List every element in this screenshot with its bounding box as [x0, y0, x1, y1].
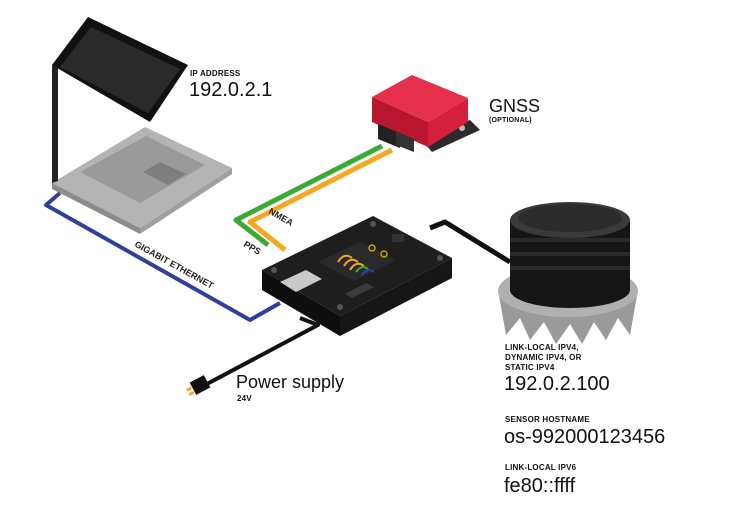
power-connector-port	[345, 283, 374, 298]
laptop-screen	[60, 27, 180, 113]
sensor-stripe	[510, 266, 630, 270]
pps-cable-label: PPS	[242, 239, 263, 257]
power-supply-voltage: 24V	[237, 394, 252, 403]
interface-box-side	[340, 258, 452, 336]
sensor-stripe	[510, 252, 630, 256]
gnss-top	[372, 75, 468, 122]
ethernet-port	[280, 270, 322, 292]
laptop-ip-label: IP ADDRESS	[190, 69, 241, 78]
sensor-ipv4-label: LINK-LOCAL IPV4, DYNAMIC IPV4, OR STATIC…	[505, 343, 582, 373]
power-plug-pin	[186, 386, 193, 392]
laptop-base-edge	[52, 183, 140, 234]
power-supply-title: Power supply	[236, 372, 345, 392]
interface-box-front	[262, 270, 340, 336]
sensor-body-bottom	[510, 272, 630, 308]
gnss-subtitle: (OPTIONAL)	[489, 117, 532, 124]
sensor-top-inner	[518, 204, 622, 232]
sensor-hostname-value: os-992000123456	[504, 426, 666, 448]
gnss-connector-2	[396, 131, 414, 152]
nmea-cable-label: NMEA	[267, 206, 295, 228]
board-chip	[392, 234, 404, 242]
board-wires	[337, 254, 365, 271]
sensor-ipv4-label-line: STATIC IPV4	[505, 363, 555, 372]
board-wires-3	[361, 269, 375, 276]
laptop-keyboard	[80, 136, 205, 203]
screw-icon	[370, 221, 376, 227]
power-cable	[204, 316, 320, 387]
sensor-hostname-label: SENSOR HOSTNAME	[505, 415, 590, 424]
gnss-title: GNSS	[489, 96, 541, 116]
screw-icon	[337, 304, 343, 310]
laptop-touchpad	[143, 162, 186, 185]
power-plug-pin	[188, 390, 195, 396]
power-plug-body	[189, 375, 211, 395]
sensor-ipv4-label-line: DYNAMIC IPV4, OR	[505, 353, 582, 362]
gnss-side	[428, 98, 468, 147]
ethernet-cable	[44, 191, 281, 322]
laptop	[52, 17, 232, 234]
sensor-cable	[429, 219, 512, 265]
interface-box	[262, 216, 452, 336]
lidar-sensor	[498, 202, 638, 344]
board-coil-icon	[368, 244, 376, 252]
board-wires-2	[355, 266, 369, 273]
sensor-ipv4-label-line: LINK-LOCAL IPV4,	[505, 343, 579, 352]
gnss-receiver	[372, 75, 480, 152]
sensor-ipv4-value: 192.0.2.100	[504, 373, 610, 395]
pps-cable	[233, 143, 384, 247]
laptop-base-side	[140, 168, 232, 234]
laptop-hinge	[52, 65, 58, 183]
ethernet-cable-label: GIGABIT ETHERNET	[133, 239, 216, 291]
power-plug	[186, 375, 211, 396]
laptop-ip-value: 192.0.2.1	[189, 79, 273, 101]
nmea-cable	[247, 147, 394, 252]
screw-icon	[437, 255, 443, 261]
sensor-ipv6-value: fe80::ffff	[504, 475, 576, 497]
gnss-connector	[378, 124, 400, 148]
board-coil-icon	[380, 250, 388, 258]
sensor-ipv6-label: LINK-LOCAL IPV6	[505, 463, 577, 472]
screw-icon	[271, 267, 277, 273]
sensor-stripe	[510, 238, 630, 242]
gnss-front	[372, 97, 428, 147]
